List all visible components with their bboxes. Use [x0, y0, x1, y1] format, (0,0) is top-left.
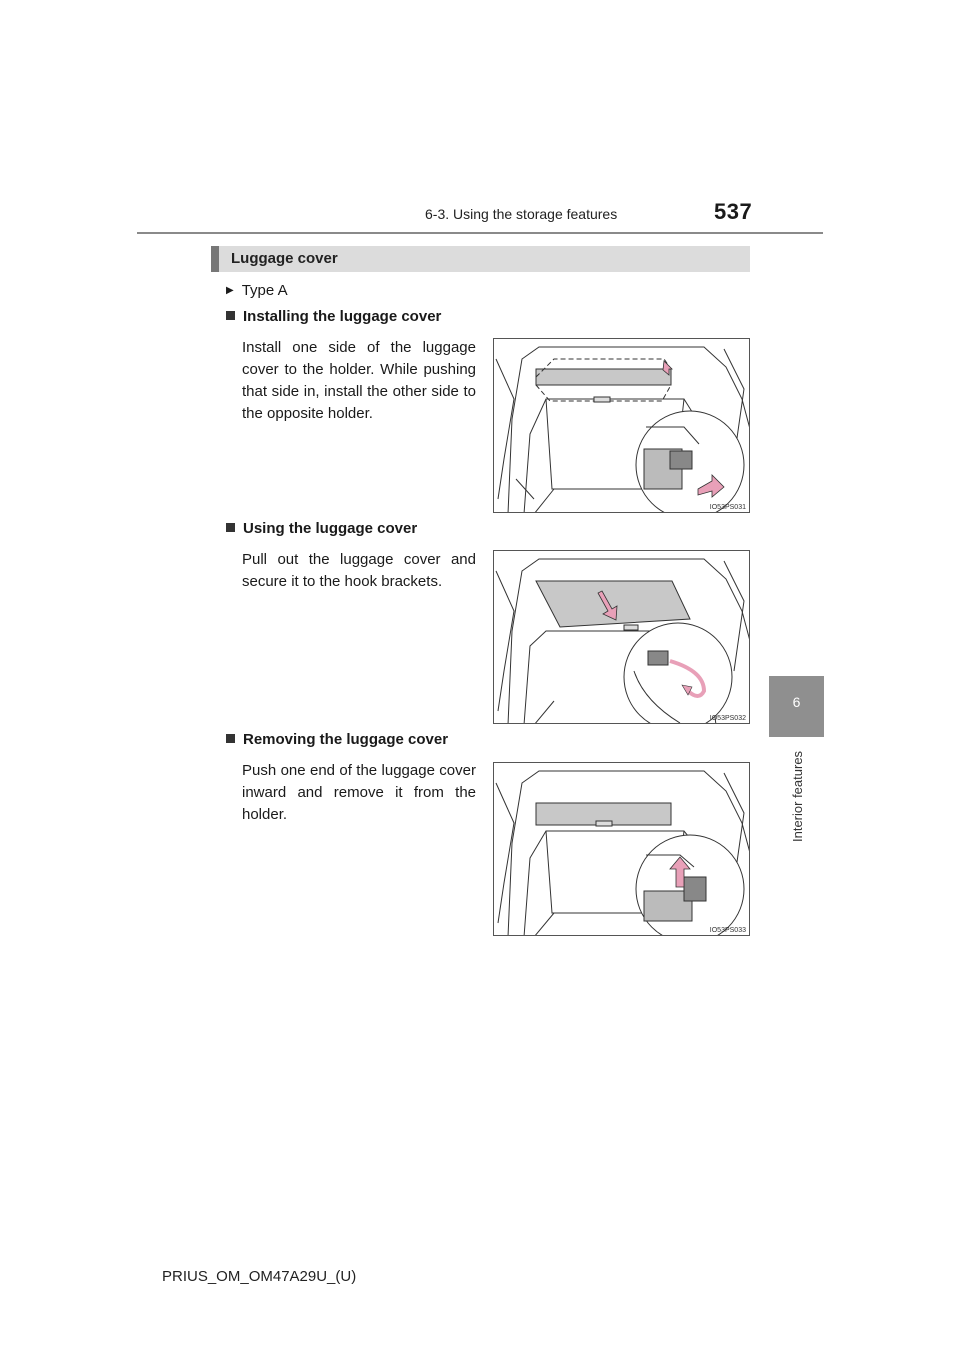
step-heading-install: Installing the luggage cover — [226, 308, 441, 325]
figure-remove: IO53PS033 — [493, 762, 750, 936]
figure-install: IO53PS031 — [493, 338, 750, 513]
header-divider — [137, 232, 823, 234]
chapter-label: Interior features — [762, 742, 805, 842]
chapter-tab: 6 — [769, 676, 824, 737]
step-heading-use: Using the luggage cover — [226, 520, 417, 537]
square-bullet-icon — [226, 311, 235, 320]
figure-code: IO53PS033 — [709, 927, 746, 934]
hatchback-illustration-remove — [495, 770, 749, 935]
type-label: Type A — [241, 282, 288, 299]
step-body-remove: Push one end of the luggage cover inward… — [242, 762, 476, 823]
step-body-install: Install one side of the luggage cover to… — [242, 339, 476, 422]
hatchback-illustration-install — [495, 346, 749, 512]
square-bullet-icon — [226, 734, 235, 743]
section-header: Luggage cover — [211, 246, 750, 272]
footer-document-id: PRIUS_OM_OM47A29U_(U) — [162, 1268, 357, 1285]
figure-code: IO53PS031 — [709, 504, 746, 511]
square-bullet-icon — [226, 523, 235, 532]
header-section-title: 6-3. Using the storage features — [425, 206, 618, 222]
figure-use: IO53PS032 — [493, 550, 750, 724]
step-heading-text: Using the luggage cover — [243, 520, 418, 537]
figure-code: IO53PS032 — [709, 715, 746, 722]
step-heading-text: Removing the luggage cover — [243, 731, 449, 748]
step-heading-remove: Removing the luggage cover — [226, 731, 448, 748]
triangle-right-icon: ▶ — [226, 285, 234, 296]
step-body-use: Pull out the luggage cover and secure it… — [242, 551, 476, 590]
type-indicator: ▶ Type A — [226, 282, 288, 299]
chapter-number: 6 — [792, 694, 801, 710]
section-title: Luggage cover — [231, 250, 338, 267]
page-number: 537 — [714, 199, 753, 224]
hatchback-illustration-use — [495, 558, 749, 723]
step-heading-text: Installing the luggage cover — [243, 308, 442, 325]
chapter-title: Interior features — [790, 750, 805, 842]
